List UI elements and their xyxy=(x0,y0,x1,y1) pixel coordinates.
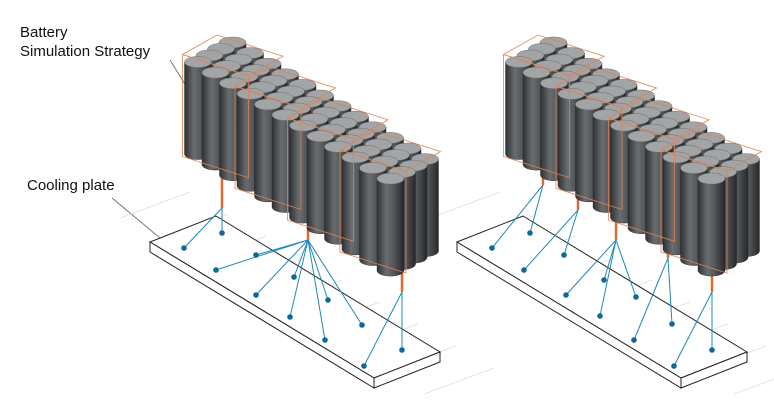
cooling-node xyxy=(527,230,533,236)
cooling-link xyxy=(563,209,579,256)
cooling-node xyxy=(561,252,567,258)
cooling-link xyxy=(603,239,617,281)
cooling-node xyxy=(633,294,639,300)
battery-pack-left xyxy=(181,34,442,277)
cooling-node xyxy=(563,292,569,298)
cooling-node xyxy=(287,314,293,320)
module-outline-top xyxy=(339,129,442,172)
cooling-plate-label: Cooling plate xyxy=(27,177,115,194)
cooling-links-left xyxy=(181,207,405,369)
cooling-node xyxy=(253,292,259,298)
grid-line xyxy=(429,191,501,219)
cooling-node xyxy=(399,347,405,353)
cooling-link xyxy=(673,291,713,367)
module-outline-top xyxy=(286,98,389,140)
module-outline-top xyxy=(502,34,605,77)
grid-line xyxy=(733,378,774,395)
cooling-link xyxy=(633,257,669,341)
cooling-link xyxy=(667,257,673,325)
cooling-link xyxy=(363,291,403,367)
battery-cell xyxy=(376,172,405,277)
grid-line xyxy=(423,367,495,395)
cooling-node xyxy=(669,321,675,327)
cooling-link xyxy=(293,239,309,278)
cooling-node xyxy=(521,267,527,273)
simulation-strategy-label: Simulation Strategy xyxy=(20,43,151,60)
battery-cell xyxy=(697,172,726,277)
cooling-link xyxy=(183,207,223,249)
cooling-link xyxy=(307,239,326,341)
module-outline-top xyxy=(660,129,763,172)
cooling-node xyxy=(325,297,331,303)
cooling-node xyxy=(253,252,259,258)
cooling-links-right xyxy=(489,184,715,369)
cooling-link xyxy=(529,184,544,234)
grid-line xyxy=(119,191,191,219)
cooling-node xyxy=(291,274,297,280)
cooling-node xyxy=(359,322,365,328)
cooling-link xyxy=(255,239,309,296)
cooling-link xyxy=(523,209,579,271)
cooling-plate-leader-line xyxy=(111,197,161,239)
cooling-node xyxy=(709,347,715,353)
cooling-link xyxy=(615,239,637,298)
cooling-node xyxy=(181,245,187,251)
cooling-link xyxy=(491,184,544,249)
cooling-link xyxy=(307,239,329,301)
cooling-link xyxy=(289,239,309,318)
cooling-node xyxy=(671,363,677,369)
cooling-node xyxy=(322,337,328,343)
cooling-link xyxy=(255,239,309,256)
module-outline-top xyxy=(607,98,710,140)
cooling-link xyxy=(215,239,309,271)
cooling-node xyxy=(601,277,607,283)
cooling-node xyxy=(489,245,495,251)
cooling-node xyxy=(219,230,225,236)
cooling-node xyxy=(213,267,219,273)
battery-pack-right xyxy=(502,34,763,277)
cooling-link xyxy=(599,239,617,317)
battery-label: Battery xyxy=(20,24,68,41)
module-outline-top xyxy=(234,66,337,108)
module-outline-top xyxy=(555,66,658,108)
module-outline-top xyxy=(181,34,284,77)
cooling-node xyxy=(597,313,603,319)
cooling-plate-right xyxy=(455,215,749,389)
cooling-node xyxy=(631,337,637,343)
cooling-link xyxy=(307,239,363,326)
cooling-link xyxy=(565,239,617,296)
cooling-node xyxy=(361,363,367,369)
